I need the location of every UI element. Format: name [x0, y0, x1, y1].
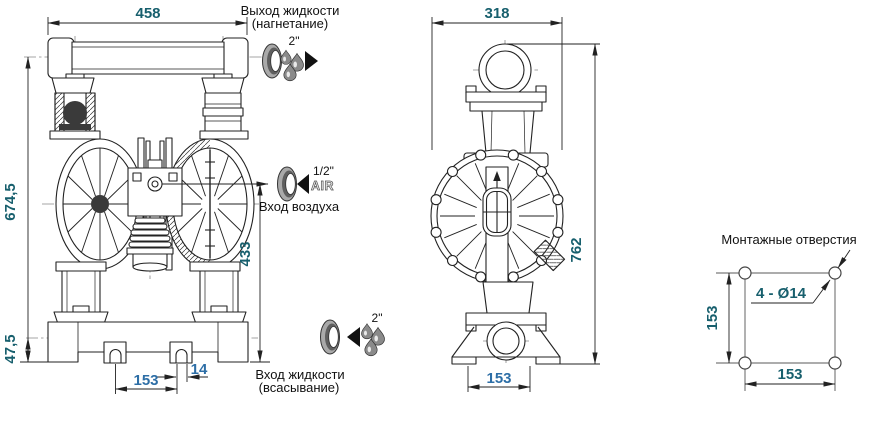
- left-lower-valve: [53, 261, 109, 328]
- side-view-drawing: [430, 40, 566, 365]
- mounting-title: Монтажные отверстия: [721, 232, 856, 247]
- dim-side-width: 318: [484, 5, 509, 22]
- air-caption: Вход воздуха: [259, 199, 340, 214]
- mounting-holes: [738, 266, 842, 370]
- housing-bolts: [430, 149, 564, 283]
- air-inlet-annotation: 1/2" AIR Вход воздуха: [259, 164, 340, 214]
- center-muffler: [126, 217, 174, 272]
- bottom-manifold: [47, 321, 249, 364]
- front-view-drawing: [24, 36, 272, 364]
- mounting-detail-drawing: Монтажные отверстия 4 - Ø14 153 153: [704, 232, 857, 391]
- top-manifold: [47, 37, 249, 79]
- inlet-annotation: 2" Вход жидкости (всасывание): [255, 311, 385, 395]
- side-view-dimensions: [431, 17, 600, 392]
- air-flange-icon: [277, 166, 297, 202]
- outlet-flow-arrow-icon: [305, 51, 318, 71]
- inlet-label-line1: Вход жидкости: [255, 367, 344, 382]
- air-size-label: 1/2": [313, 164, 334, 178]
- dim-front-air-height: 433: [237, 241, 254, 266]
- side-muffler: [533, 239, 566, 272]
- hole-spec-leader: [812, 279, 831, 304]
- right-upper-valve: [199, 73, 249, 140]
- dim-front-foot-spacing: 153: [133, 372, 158, 389]
- air-word-label: AIR: [311, 179, 334, 193]
- inlet-size-label: 2": [372, 311, 383, 325]
- mounting-hole-spec: 4 - Ø14: [756, 285, 807, 302]
- outlet-label-line2: (нагнетание): [252, 16, 329, 31]
- dim-front-foot-hole: 14: [191, 361, 208, 378]
- mounting-title-leader: [837, 249, 851, 269]
- dim-front-width: 458: [135, 5, 160, 22]
- air-valve-block: [127, 159, 183, 217]
- dim-front-base-height: 47,5: [2, 334, 19, 363]
- inlet-flange-icon: [320, 319, 340, 355]
- inlet-label-line2: (всасывание): [259, 380, 340, 395]
- dim-front-total-height: 674,5: [2, 183, 19, 221]
- inlet-flow-arrow-icon: [347, 327, 360, 347]
- dim-side-height: 762: [568, 237, 585, 262]
- air-flow-arrow-icon: [297, 174, 309, 194]
- dim-mounting-vertical: 153: [704, 305, 721, 330]
- dim-mounting-horizontal: 153: [777, 366, 802, 383]
- center-emblem: [482, 187, 512, 237]
- outlet-flange-icon: [262, 43, 282, 79]
- dim-side-base-width: 153: [486, 370, 511, 387]
- left-upper-valve: [49, 73, 101, 140]
- outlet-annotation: Выход жидкости (нагнетание) 2": [241, 3, 340, 82]
- outlet-size-label: 2": [289, 34, 300, 48]
- outlet-label-line1: Выход жидкости: [241, 3, 340, 18]
- outlet-droplets-icon: [280, 49, 304, 82]
- inlet-droplets-icon: [361, 323, 385, 357]
- right-lower-valve: [189, 261, 247, 328]
- front-view-dimensions: [20, 17, 270, 394]
